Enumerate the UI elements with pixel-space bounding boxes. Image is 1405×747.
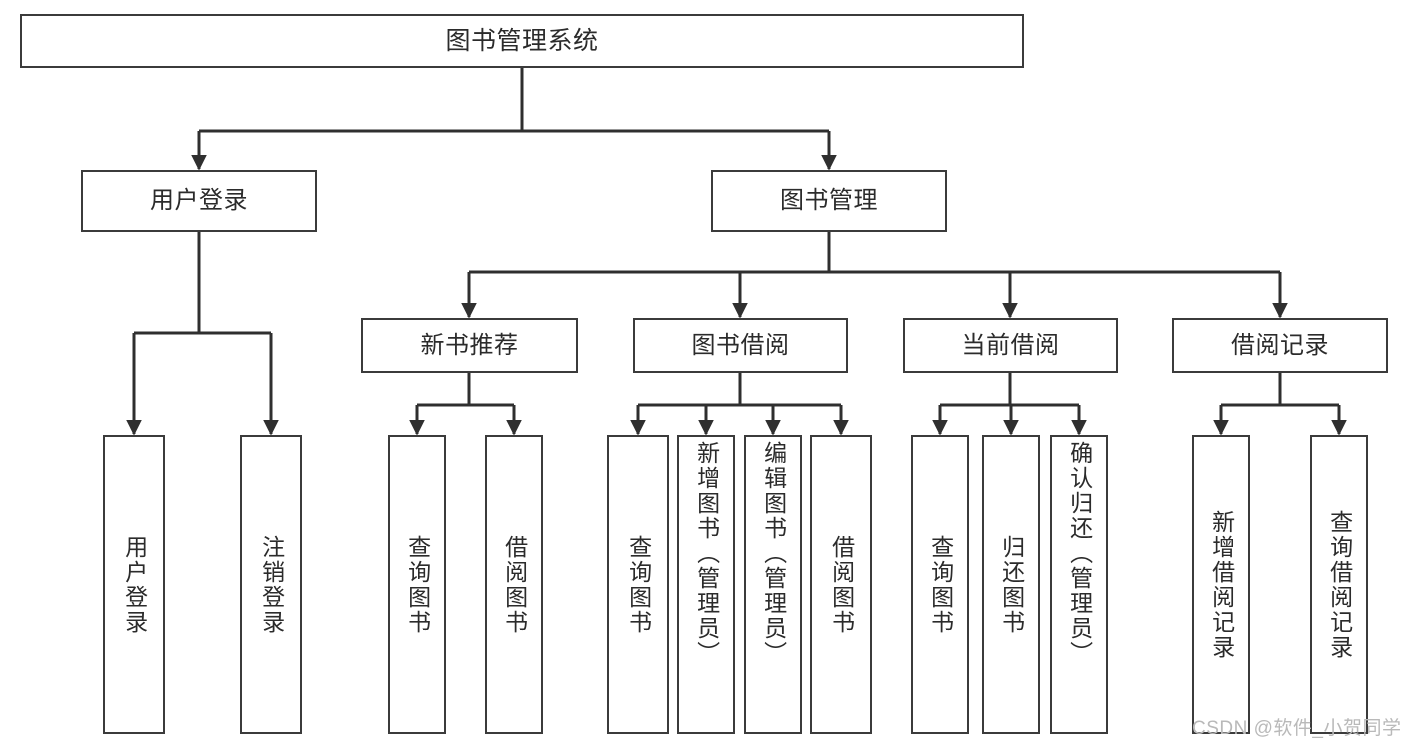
node-current-borrow-label: 当前借阅 [961, 331, 1060, 359]
node-leaf-query-book-2[interactable]: 查询图书 [607, 435, 669, 734]
node-leaf-confirm-return-label: 确认归还（管理员） [1066, 441, 1093, 666]
node-borrow-record-label: 借阅记录 [1231, 331, 1329, 359]
node-leaf-return-book-label: 归还图书 [998, 534, 1025, 635]
node-leaf-user-login-label: 用户登录 [121, 534, 148, 635]
node-user-login-label: 用户登录 [150, 187, 248, 215]
node-root[interactable]: 图书管理系统 [20, 14, 1024, 68]
node-leaf-query-book-3[interactable]: 查询图书 [911, 435, 969, 734]
node-current-borrow[interactable]: 当前借阅 [903, 318, 1118, 373]
node-leaf-add-book[interactable]: 新增图书（管理员） [677, 435, 735, 734]
node-leaf-edit-book-label: 编辑图书（管理员） [760, 441, 787, 666]
node-leaf-query-book-1[interactable]: 查询图书 [388, 435, 446, 734]
node-root-label: 图书管理系统 [445, 26, 599, 55]
node-leaf-borrow-book-2-label: 借阅图书 [828, 534, 855, 635]
node-leaf-borrow-book-1-label: 借阅图书 [501, 534, 528, 635]
node-borrow-record[interactable]: 借阅记录 [1172, 318, 1388, 373]
node-leaf-add-record-label: 新增借阅记录 [1208, 509, 1235, 660]
node-leaf-query-book-3-label: 查询图书 [927, 534, 954, 635]
node-leaf-query-book-1-label: 查询图书 [404, 534, 431, 635]
csdn-watermark: CSDN @软件_小贺同学 [1192, 718, 1402, 739]
node-leaf-query-book-2-label: 查询图书 [625, 534, 652, 635]
node-new-book-rec-label: 新书推荐 [420, 331, 519, 359]
node-leaf-add-book-label: 新增图书（管理员） [693, 441, 720, 666]
node-user-login[interactable]: 用户登录 [81, 170, 317, 232]
node-new-book-rec[interactable]: 新书推荐 [361, 318, 578, 373]
node-leaf-edit-book[interactable]: 编辑图书（管理员） [744, 435, 802, 734]
node-leaf-logout-label: 注销登录 [258, 534, 285, 635]
node-book-manage[interactable]: 图书管理 [711, 170, 947, 232]
node-leaf-user-login[interactable]: 用户登录 [103, 435, 165, 734]
node-leaf-borrow-book-2[interactable]: 借阅图书 [810, 435, 872, 734]
node-leaf-add-record[interactable]: 新增借阅记录 [1192, 435, 1250, 734]
node-book-borrow[interactable]: 图书借阅 [633, 318, 848, 373]
node-leaf-confirm-return[interactable]: 确认归还（管理员） [1050, 435, 1108, 734]
node-leaf-return-book[interactable]: 归还图书 [982, 435, 1040, 734]
node-leaf-logout[interactable]: 注销登录 [240, 435, 302, 734]
node-book-borrow-label: 图书借阅 [691, 331, 790, 359]
node-book-manage-label: 图书管理 [780, 187, 878, 215]
node-leaf-borrow-book-1[interactable]: 借阅图书 [485, 435, 543, 734]
node-leaf-query-record[interactable]: 查询借阅记录 [1310, 435, 1368, 734]
node-leaf-query-record-label: 查询借阅记录 [1326, 509, 1353, 660]
